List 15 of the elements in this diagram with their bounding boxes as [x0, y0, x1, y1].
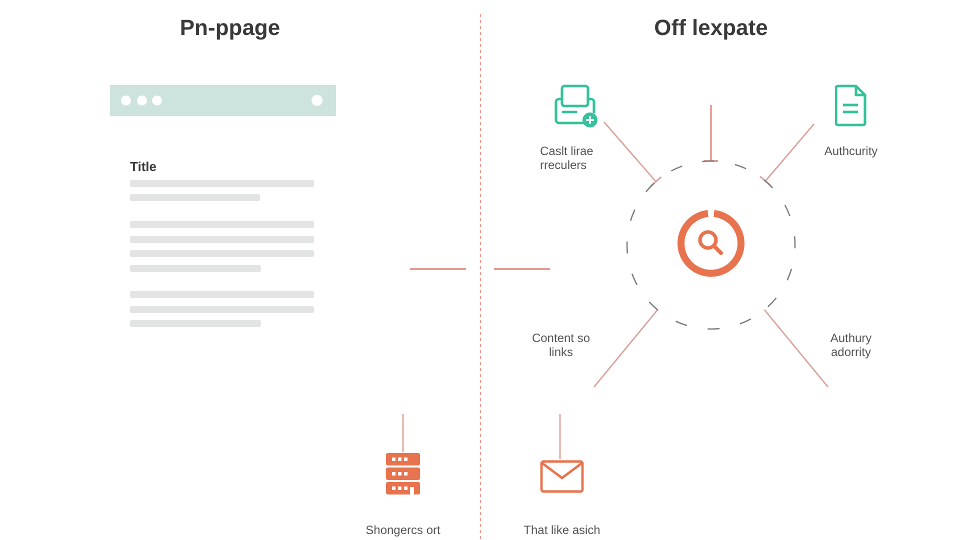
callout-label: Authury adorrity — [829, 331, 873, 359]
node-label: Shongercs ort — [364, 523, 442, 537]
section-heading: Pn-ppage — [178, 14, 282, 42]
connector-line — [593, 309, 658, 388]
connector-line — [764, 309, 829, 388]
connector-line — [402, 414, 404, 452]
connector-line — [559, 414, 561, 459]
connector-line — [603, 122, 662, 187]
section-heading: Off lexpate — [653, 14, 769, 42]
node-label: Authcurity — [823, 144, 879, 158]
callout-label: Content so links — [530, 331, 592, 359]
page-title: Title — [130, 160, 158, 174]
node-label: That like asich — [522, 523, 602, 537]
connector-line — [759, 124, 815, 186]
node-label: Caslt lirae rreculers — [540, 144, 594, 172]
